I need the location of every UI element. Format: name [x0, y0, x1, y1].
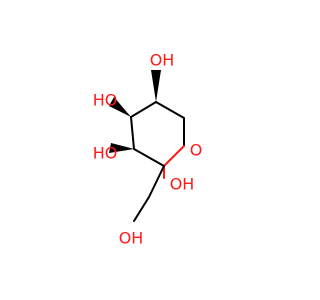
bond-c2-ch2 [148, 165, 165, 198]
bond-c3-c4 [130, 116, 135, 150]
c3-hydroxyl-label: HO [93, 144, 118, 163]
bond-c2-c3 [133, 148, 165, 167]
c5-hydroxyl-label: OH [150, 51, 175, 70]
c4-hydroxyl-label: HO [93, 91, 118, 110]
ring-oxygen-label: O [190, 141, 203, 160]
wedge-bond-c4-oh [109, 97, 131, 117]
bond-ch2-o [133, 196, 150, 222]
bond-c4-c5 [130, 101, 157, 118]
c2-hydroxyl-label: OH [170, 175, 195, 194]
molecule-structure-diagram: O OH HO HO OH OH [93, 51, 203, 248]
wedge-bond-c5-oh [151, 70, 161, 102]
bond-o-c2 [163, 145, 185, 167]
bond-c5-c6 [155, 101, 185, 119]
ch2oh-hydroxyl-label: OH [119, 229, 144, 248]
wedge-bond-c3-oh [109, 143, 134, 153]
